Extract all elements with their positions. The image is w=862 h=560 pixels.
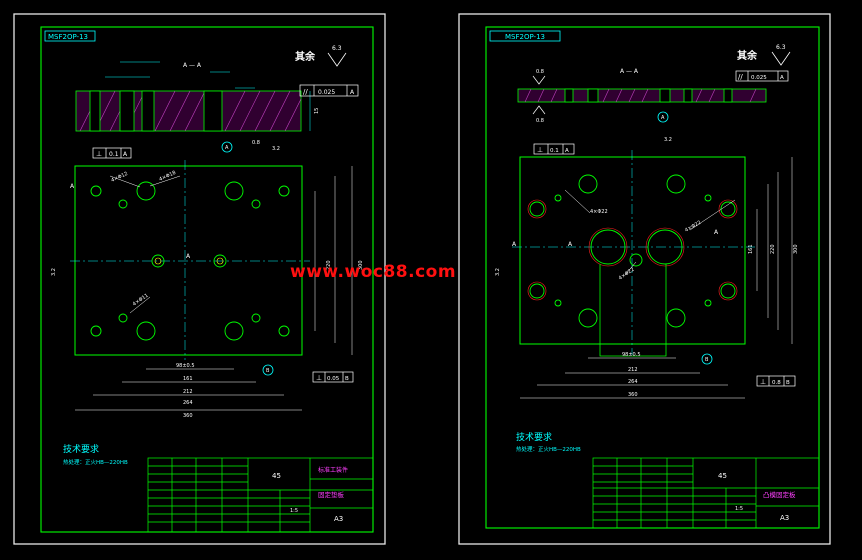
dim-264-2: 264 <box>628 379 638 385</box>
title-block-2 <box>592 457 820 529</box>
hole-note-2-2: 4×Φ22 <box>684 220 702 234</box>
section-mark-a-center-2: A <box>568 241 573 248</box>
title-block <box>147 457 374 533</box>
section-mark-a-center: A <box>186 253 191 260</box>
section-view-2: A — A A 0.8 0.8 <box>517 68 767 124</box>
perpendicularity-value: 0.1 <box>109 151 119 158</box>
watermark: www.woc88.com <box>290 262 457 282</box>
dim-98-2: 98±0.5 <box>622 352 641 358</box>
dim-161-2: 161 <box>748 244 754 254</box>
drawing-number: MSF2OP-13 <box>48 33 88 41</box>
tb-sheet-size: A3 <box>334 515 343 523</box>
dim-220-2: 220 <box>770 244 776 254</box>
dim-212: 212 <box>183 389 193 395</box>
tb-sheet-size-2: A3 <box>780 514 789 522</box>
parallelism-datum: A <box>350 89 355 96</box>
perpendicularity-datum: A <box>123 151 128 158</box>
roughness-value-2: 6.3 <box>776 44 786 51</box>
datum-b-mark-2: B <box>705 357 709 363</box>
tb-material: 45 <box>272 472 281 480</box>
dimensions-2 <box>520 157 793 399</box>
flatness-symbol: ⊥ <box>316 374 322 382</box>
flatness-value-2: 0.8 <box>772 380 781 386</box>
dim-264: 264 <box>183 400 193 406</box>
plan-view-2: 4×Φ22 4×Φ22 4×Φ22 A A A 3.2 <box>495 150 755 357</box>
section-mark-a-left-2: A <box>512 241 517 248</box>
flatness-datum-2: B <box>786 380 790 386</box>
datum-b-mark: B <box>266 368 270 374</box>
tech-requirements-title: 技术要求 <box>63 443 99 455</box>
dim-300-2: 300 <box>793 244 799 254</box>
tech-requirements-title-2: 技术要求 <box>516 431 552 443</box>
datum-a-mark-2: A <box>661 115 665 121</box>
hole-note-3-2: 4×Φ22 <box>618 267 636 282</box>
hole-note-3: 4×Φ11 <box>132 293 150 308</box>
drawing-sheet-right: MSF2OP-13 A — A A 0.8 0.8 其 <box>458 13 831 545</box>
dim-360: 360 <box>183 413 193 419</box>
section-mark-a-left: A <box>70 183 75 190</box>
roughness-rest-label: 其余 <box>295 50 316 63</box>
tb-material-2: 45 <box>718 472 727 480</box>
parallelism-symbol-2: // <box>738 73 743 81</box>
drawing-sheet-left: MSF2OP-13 A — A 15 <box>13 13 386 545</box>
parallelism-value: 0.025 <box>318 89 335 96</box>
tb-company: 标准工装件 <box>318 466 348 474</box>
dim-15: 15 <box>314 108 320 114</box>
section-label-2: A — A <box>620 68 639 75</box>
parallelism-tolerance-frame-2: // 0.025 A <box>735 70 789 82</box>
flatness-tolerance-frame: ⊥ 0.05 B <box>312 371 354 383</box>
section-mark-a-right-2: A <box>714 229 719 236</box>
flatness-tolerance-frame-2: ⊥ 0.8 B <box>756 375 796 387</box>
parallelism-tolerance-frame: // 0.025 A <box>299 84 359 97</box>
plan-view: 4×Φ12 4×Φ18 4×Φ11 A A 3.2 3.2 <box>51 146 310 360</box>
hole-note-1-2: 4×Φ22 <box>590 209 608 215</box>
tb-scale: 1:5 <box>290 508 298 514</box>
dim-161: 161 <box>183 376 193 382</box>
parallelism-datum-2: A <box>780 75 784 81</box>
perpendicularity-datum-2: A <box>565 148 569 154</box>
roughness-32-side: 3.2 <box>51 268 57 276</box>
section-view: A — A 15 A 0.8 <box>75 61 320 153</box>
roughness-rest-label-2: 其余 <box>737 49 758 62</box>
perpendicularity-symbol: ⊥ <box>96 150 102 158</box>
dim-300: 300 <box>358 260 364 270</box>
hole-note-2: 4×Φ18 <box>158 170 177 183</box>
roughness-08: 0.8 <box>252 140 260 146</box>
tb-part-name: 固定垫板 <box>318 490 345 499</box>
flatness-symbol-2: ⊥ <box>760 378 766 386</box>
drawing-number-2: MSF2OP-13 <box>505 33 545 41</box>
dim-212-2: 212 <box>628 367 638 373</box>
dim-360-2: 360 <box>628 392 638 398</box>
flatness-value: 0.05 <box>327 376 340 382</box>
perpendicularity-symbol-2: ⊥ <box>537 146 543 154</box>
roughness-32-top-2: 3.2 <box>664 137 672 143</box>
roughness-08-top: 0.8 <box>536 69 544 75</box>
tb-part-name-2: 凸模固定板 <box>763 490 796 499</box>
roughness-32-side-2: 3.2 <box>495 268 501 276</box>
tech-requirements-line: 热处理：正火HB—220HB <box>63 458 128 466</box>
parallelism-symbol: // <box>303 88 308 96</box>
dim-220: 220 <box>326 260 332 270</box>
datum-a-mark: A <box>225 145 229 151</box>
tb-scale-2: 1:5 <box>735 506 743 512</box>
tech-requirements-line-2: 热处理：正火HB—220HB <box>516 445 581 453</box>
roughness-value: 6.3 <box>332 45 342 52</box>
dimensions <box>75 166 353 411</box>
section-label: A — A <box>183 62 202 69</box>
parallelism-value-2: 0.025 <box>751 75 767 81</box>
roughness-08-bottom: 0.8 <box>536 118 544 124</box>
flatness-datum: B <box>345 376 349 382</box>
perpendicularity-value-2: 0.1 <box>550 148 559 154</box>
perpendicularity-tolerance-frame: ⊥ 0.1 A <box>92 147 132 159</box>
perpendicularity-tolerance-frame-2: ⊥ 0.1 A <box>533 143 575 155</box>
dim-98: 98±0.5 <box>176 363 195 369</box>
roughness-32-top: 3.2 <box>272 146 280 152</box>
